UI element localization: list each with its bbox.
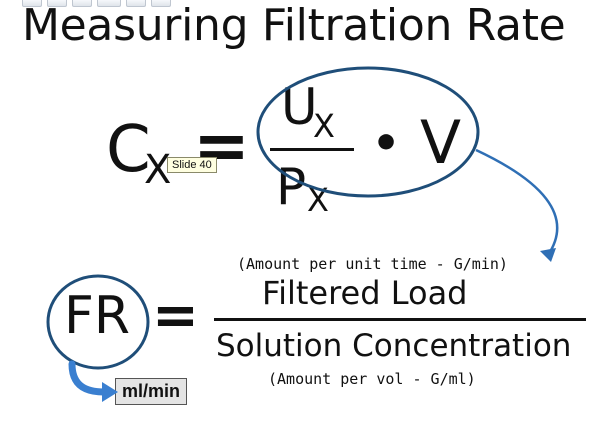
solution-concentration-text: Solution Concentration: [216, 328, 572, 364]
toolbar-slides-button[interactable]: [97, 0, 121, 7]
toolbar-prev-button[interactable]: [22, 0, 42, 7]
rate-annotation: (Amount per unit time - G/min): [237, 255, 508, 273]
volume-symbol: V: [420, 108, 462, 178]
multiply-dot: •: [372, 118, 401, 169]
arrow-head-icon: [540, 248, 556, 262]
ux-highlight-ellipse: [256, 66, 480, 198]
slide-title: Measuring Filtration Rate: [22, 0, 566, 51]
slideshow-toolbar: [22, 0, 171, 7]
unit-arrow-head-icon: [102, 382, 118, 402]
clearance-symbol: C: [106, 113, 151, 187]
concentration-annotation: (Amount per vol - G/ml): [268, 370, 476, 388]
slide-tooltip: Slide 40: [167, 157, 217, 173]
toolbar-next-button[interactable]: [151, 0, 171, 7]
equation1-fraction-bar: [270, 148, 354, 151]
filtration-rate-label: FR: [64, 286, 131, 346]
toolbar-options-button[interactable]: [126, 0, 146, 7]
equation2-equals: =: [152, 283, 199, 348]
filtered-load-text: Filtered Load: [262, 274, 468, 312]
clearance-subscript: X: [144, 147, 172, 193]
toolbar-menu-button[interactable]: [72, 0, 92, 7]
equation2-fraction-bar: [214, 318, 586, 321]
unit-arrow-icon: [68, 360, 108, 396]
urine-subscript: X: [313, 107, 335, 145]
toolbar-pen-button[interactable]: [47, 0, 67, 7]
fr-highlight-circle: [46, 274, 150, 370]
arrow-icon: [475, 148, 559, 256]
